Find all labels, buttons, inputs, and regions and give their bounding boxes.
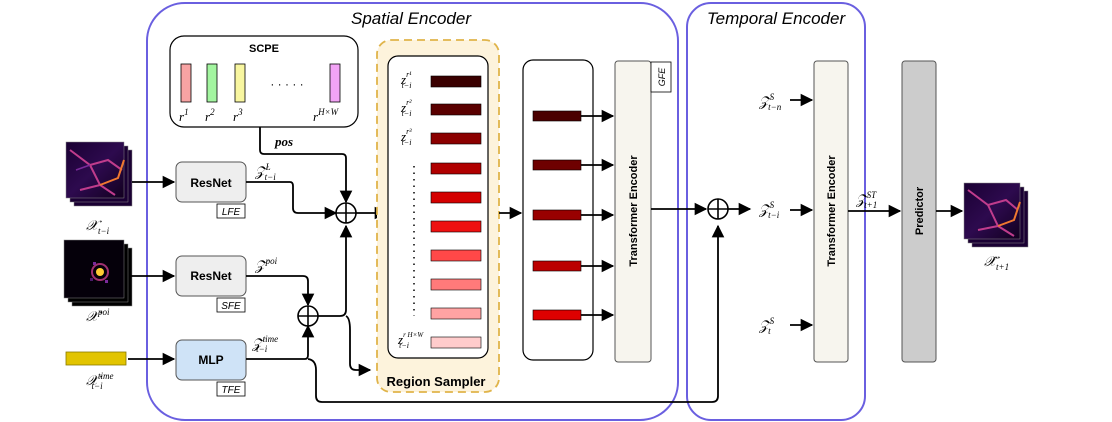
gfe-tag-label: GFE [657,67,667,86]
scpe-bar-n [329,63,341,103]
lfe-tag [216,203,246,219]
region-token-bar [430,191,482,204]
region-token-bar [430,162,482,175]
sfe-tag-label: SFE [221,301,241,312]
transformer-spatial-label: Transformer Encoder [628,155,640,267]
poi-map-icon [63,239,133,307]
input-x-t-label: 𝒳t−i [86,219,110,236]
scpe-bar-2 [206,63,218,103]
lfe-tag-label: LFE [222,207,241,218]
gfe-token-bar [532,110,582,122]
scpe-bar-3 [234,63,246,103]
z-poi-label: 𝒵poi [254,256,278,274]
heatmap-icon [963,182,1029,248]
gfe-token-bar [532,260,582,272]
region-token-bar [430,249,482,262]
predictor-label: Predictor [914,186,926,235]
region-token-bar [430,278,482,291]
scpe-dots: · · · · · [270,77,303,91]
scpe-bar-1 [180,63,192,103]
pos-label: pos [274,134,293,149]
transformer-temporal-label: Transformer Encoder [826,155,838,267]
output-label: 𝒳̂t+1 [984,255,1009,272]
add-circle-icon [297,305,319,327]
spatial-encoder-box [146,2,679,421]
region-token-bar [430,103,482,116]
tfe-tag-label: TFE [222,385,241,396]
spatial-encoder-title: Spatial Encoder [351,9,472,28]
region-token-bar [430,307,482,320]
gfe-token-bar [532,309,582,321]
mlp-tfe-box [175,339,247,381]
heatmap-icon [65,141,133,207]
scpe-rn: rH×W [313,107,340,124]
add-circle-icon [335,202,357,224]
sfe-tag [216,297,246,313]
time-input-bar [65,351,127,366]
transformer-spatial-box [614,60,652,363]
scpe-r2: r2 [205,107,215,124]
region-token-bar [430,75,482,88]
scpe-title: SCPE [249,43,279,55]
gfe-token-bar [532,209,582,221]
tfe-tag [216,381,246,397]
gfe-bars [532,109,615,322]
mlp-tfe-label: MLP [198,353,223,367]
resnet-sfe-label: ResNet [190,269,231,283]
region-bars [430,75,482,349]
add-circle-icon [707,198,729,220]
scpe-box [169,35,359,128]
resnet-lfe-label: ResNet [190,176,231,190]
gfe-tag [650,61,672,93]
region-token-bar [430,220,482,233]
region-token-bar [430,132,482,145]
temporal-encoder-title: Temporal Encoder [707,9,847,28]
gfe-token-bar [532,159,582,171]
input-x-poi-label: 𝒳poi [86,307,110,325]
scpe-r1: r1 [179,107,189,124]
left-connectors [128,127,725,403]
scpe-r3: r3 [233,107,243,124]
temporal-input-arrows [790,93,814,332]
region-sampler-label: Region Sampler [387,374,486,389]
region-token-bar [430,336,482,349]
